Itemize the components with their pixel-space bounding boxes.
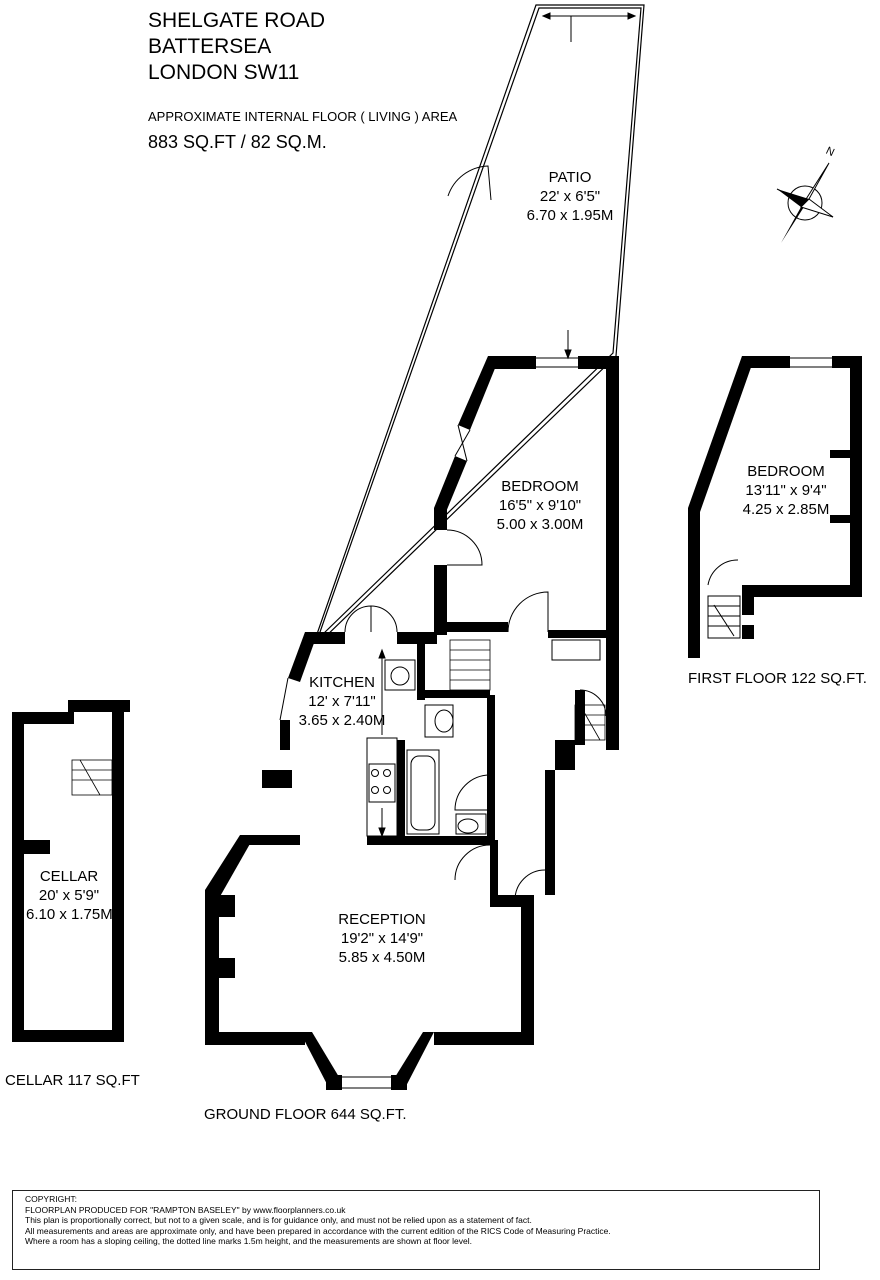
bathroom-fittings xyxy=(406,704,487,835)
patio-outline xyxy=(316,4,645,641)
ground-floor-doors xyxy=(344,529,607,901)
cellar-floor-label: CELLAR 117 SQ.FT xyxy=(5,1072,140,1089)
patio-name: PATIO xyxy=(548,169,592,186)
patio-arrows xyxy=(541,12,637,360)
cellar-metric: 6.10 x 1.75M xyxy=(26,906,113,923)
address-line-3: LONDON SW11 xyxy=(148,61,300,84)
patio-imperial: 22' x 6'5" xyxy=(539,188,601,205)
patio-door xyxy=(447,165,492,201)
room-reception: RECEPTION 19'2" x 14'9" 5.85 x 4.50M xyxy=(322,910,442,967)
first-floor-walls xyxy=(688,356,862,658)
cellar-walls xyxy=(12,700,130,1042)
kitchen-metric: 3.65 x 2.40M xyxy=(298,712,386,729)
bedroom-ground-metric: 5.00 x 3.00M xyxy=(496,516,584,533)
bedroom-first-imperial: 13'11" x 9'4" xyxy=(745,482,827,499)
reception-metric: 5.85 x 4.50M xyxy=(338,949,426,966)
reception-imperial: 19'2" x 14'9" xyxy=(340,930,424,947)
cellar-imperial: 20' x 5'9" xyxy=(38,887,100,904)
room-kitchen: KITCHEN 12' x 7'11" 3.65 x 2.40M xyxy=(292,673,392,730)
kitchen-name: KITCHEN xyxy=(309,674,375,691)
copyright-title: COPYRIGHT: xyxy=(25,1194,77,1204)
kitchen-fittings xyxy=(366,648,416,838)
bedroom-first-metric: 4.25 x 2.85M xyxy=(742,501,830,518)
copyright-line-1: FLOORPLAN PRODUCED FOR "RAMPTON BASELEY"… xyxy=(25,1204,346,1215)
area-value: 883 SQ.FT / 82 SQ.M. xyxy=(148,132,327,152)
first-floor-label: FIRST FLOOR 122 SQ.FT. xyxy=(688,670,867,687)
bedroom-ground-imperial: 16'5" x 9'10" xyxy=(498,497,582,514)
first-floor-details xyxy=(707,357,832,639)
address-line-1: SHELGATE ROAD xyxy=(148,9,325,32)
room-patio: PATIO 22' x 6'5" 6.70 x 1.95M xyxy=(510,168,630,225)
bedroom-first-name: BEDROOM xyxy=(747,463,825,480)
cellar-name: CELLAR xyxy=(39,868,99,885)
room-cellar: CELLAR 20' x 5'9" 6.10 x 1.75M xyxy=(26,867,113,924)
north-arrow-icon xyxy=(776,162,834,243)
ground-floor-label: GROUND FLOOR 644 SQ.FT. xyxy=(204,1106,407,1123)
copyright-line-2: This plan is proportionally correct, but… xyxy=(25,1215,532,1225)
ground-stairs xyxy=(449,639,606,741)
copyright-box: COPYRIGHT: FLOORPLAN PRODUCED FOR "RAMPT… xyxy=(12,1190,820,1270)
bedroom-ground-name: BEDROOM xyxy=(501,478,579,495)
copyright-line-3: All measurements and areas are approxima… xyxy=(25,1225,611,1236)
area-label: APPROXIMATE INTERNAL FLOOR ( LIVING ) AR… xyxy=(148,109,458,124)
cellar-stairs xyxy=(71,759,113,796)
room-bedroom-ground: BEDROOM 16'5" x 9'10" 5.00 x 3.00M xyxy=(480,477,600,534)
kitchen-imperial: 12' x 7'11" xyxy=(308,693,376,710)
bay-glazing xyxy=(279,357,578,1089)
patio-metric: 6.70 x 1.95M xyxy=(526,207,614,224)
copyright-line-4: Where a room has a sloping ceiling, the … xyxy=(25,1236,472,1246)
room-bedroom-first: BEDROOM 13'11" x 9'4" 4.25 x 2.85M xyxy=(726,462,846,519)
reception-name: RECEPTION xyxy=(338,911,426,928)
address-line-2: BATTERSEA xyxy=(148,35,272,58)
ground-floor-walls xyxy=(205,356,619,1090)
